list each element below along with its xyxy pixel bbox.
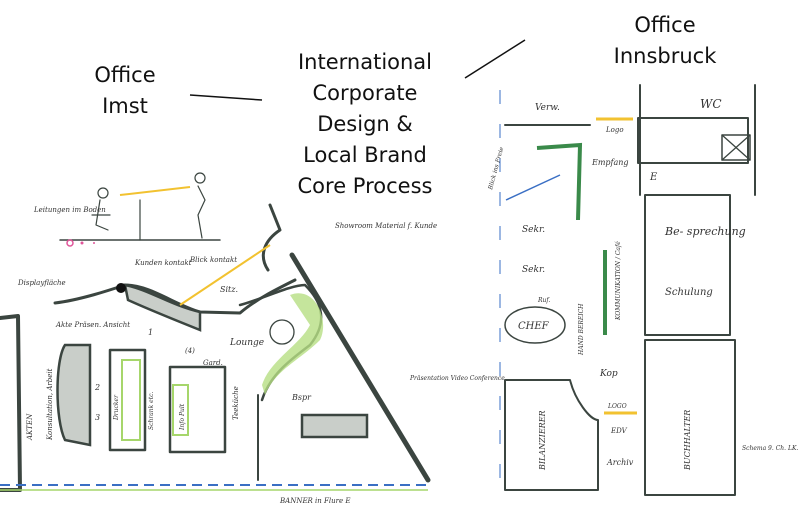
title-line: Office (634, 13, 696, 37)
connector-line (189, 94, 263, 101)
info-counter (168, 365, 227, 454)
entrance-wall (261, 203, 282, 272)
shelf (108, 348, 147, 452)
bilanzierer-room (504, 379, 599, 491)
label-schema: Schema 9. Ch. LK. (742, 445, 798, 452)
elevator-cross (721, 134, 751, 161)
chef-office (504, 306, 566, 344)
label-seat-2: 2 (94, 383, 100, 392)
label-sekr-1: Sekr. (522, 225, 545, 235)
label-leitungen: Leitungen im Boden (33, 206, 106, 214)
title-office-imst: Office Imst (75, 60, 175, 122)
label-akte: Akte Präsen. Ansicht (55, 321, 130, 329)
label-logo-bottom: LOGO (607, 403, 627, 410)
label-kunden-kontakt: Kunden kontakt (134, 259, 192, 267)
title-line: Design & (317, 112, 413, 136)
label-besprechung: Be- sprechung (664, 225, 746, 238)
label-edv: EDV (610, 427, 628, 435)
pink-dot (66, 239, 74, 247)
title-line: Core Process (297, 174, 433, 198)
label-banner: BANNER in Flure E (279, 497, 350, 505)
person-icon (97, 187, 109, 199)
pink-dot (80, 241, 84, 245)
label-schulung: Schulung (665, 287, 713, 298)
label-sekr-2: Sekr. (522, 265, 545, 275)
label-entrance: E (649, 172, 658, 183)
consultation-table (56, 343, 92, 447)
pillar (116, 283, 126, 293)
wall-diagonal (289, 252, 431, 483)
label-showroom: Showroom Material f. Kunde (335, 222, 437, 230)
info-pult-box (172, 384, 189, 436)
imst-sketch: Leitungen im Boden Kunden kontakt Blick … (0, 172, 505, 505)
label-schrank: Schrank etc. (148, 391, 155, 430)
label-empfang: Empfang (591, 158, 629, 167)
label-display: Displayfläche (17, 279, 66, 287)
pink-dot (93, 242, 95, 244)
elevator (721, 134, 751, 161)
label-lounge: Lounge (229, 338, 264, 348)
label-sitz: Sitz. (220, 285, 238, 294)
title-center: International Corporate Design & Local B… (265, 47, 465, 202)
label-akten: AKTEN (26, 413, 34, 441)
title-line: Imst (102, 94, 148, 118)
label-seat-3: 3 (95, 413, 100, 422)
title-line: Innsbruck (613, 44, 717, 68)
label-buchhalter: BUCHHALTER (683, 410, 692, 471)
label-gard: Gard. (203, 359, 223, 367)
wall-left (0, 314, 22, 492)
label-archiv: Archiv (606, 458, 634, 467)
yellow-arrow (119, 186, 191, 196)
label-blick: Blick ins Freie (487, 146, 506, 192)
title-office-innsbruck: Office Innsbruck (600, 10, 730, 72)
stairs (637, 117, 749, 164)
label-konsultation: Konsultation, Arbeit (46, 368, 54, 441)
label-seat-1: 1 (148, 328, 153, 337)
label-ruf: Ruf. (537, 297, 550, 304)
label-verw: Verw. (535, 103, 560, 113)
label-seat-4: (4) (185, 347, 195, 355)
green-area (262, 293, 324, 395)
label-info-pult: Info Pult (179, 403, 186, 431)
label-chef: CHEF (518, 321, 550, 332)
label-drucker: Drucker (113, 394, 120, 421)
label-bspr: Bspr (291, 393, 312, 402)
person-desk-icon (91, 199, 141, 241)
title-line: Local Brand (303, 143, 427, 167)
reception-counter (123, 283, 202, 332)
label-blickkontakt: Blick kontakt (189, 256, 237, 264)
buchhalter-room (644, 339, 736, 496)
connector-line (464, 39, 526, 79)
title-line: Corporate (312, 81, 418, 105)
label-kommunikation: KOMMUNIKATION / Café (615, 241, 622, 321)
meeting-table (300, 413, 369, 439)
label-bilanzierer: BILANZIERER (538, 410, 547, 471)
green-shelf (121, 359, 141, 441)
meeting-room (644, 194, 731, 336)
label-teekueche: Teeküche (232, 386, 240, 420)
glass-line (505, 174, 561, 201)
label-wc: WC (700, 97, 722, 111)
yellow-arrow (179, 244, 271, 306)
title-line: Office (94, 63, 156, 87)
lounge-table (269, 319, 295, 345)
label-logo-top: Logo (605, 126, 624, 134)
label-hand-bereich: HAND BEREICH (578, 303, 585, 356)
title-line: International (297, 50, 433, 74)
innsbruck-sketch: Verw. WC Logo Empfang E Blick ins Freie … (487, 84, 798, 496)
label-video-conference: Präsentation Video Conference (409, 375, 505, 382)
reception-desk (536, 142, 583, 221)
person-standing-icon (197, 185, 206, 239)
person-icon (194, 172, 206, 184)
label-kop: Kop (599, 369, 618, 379)
